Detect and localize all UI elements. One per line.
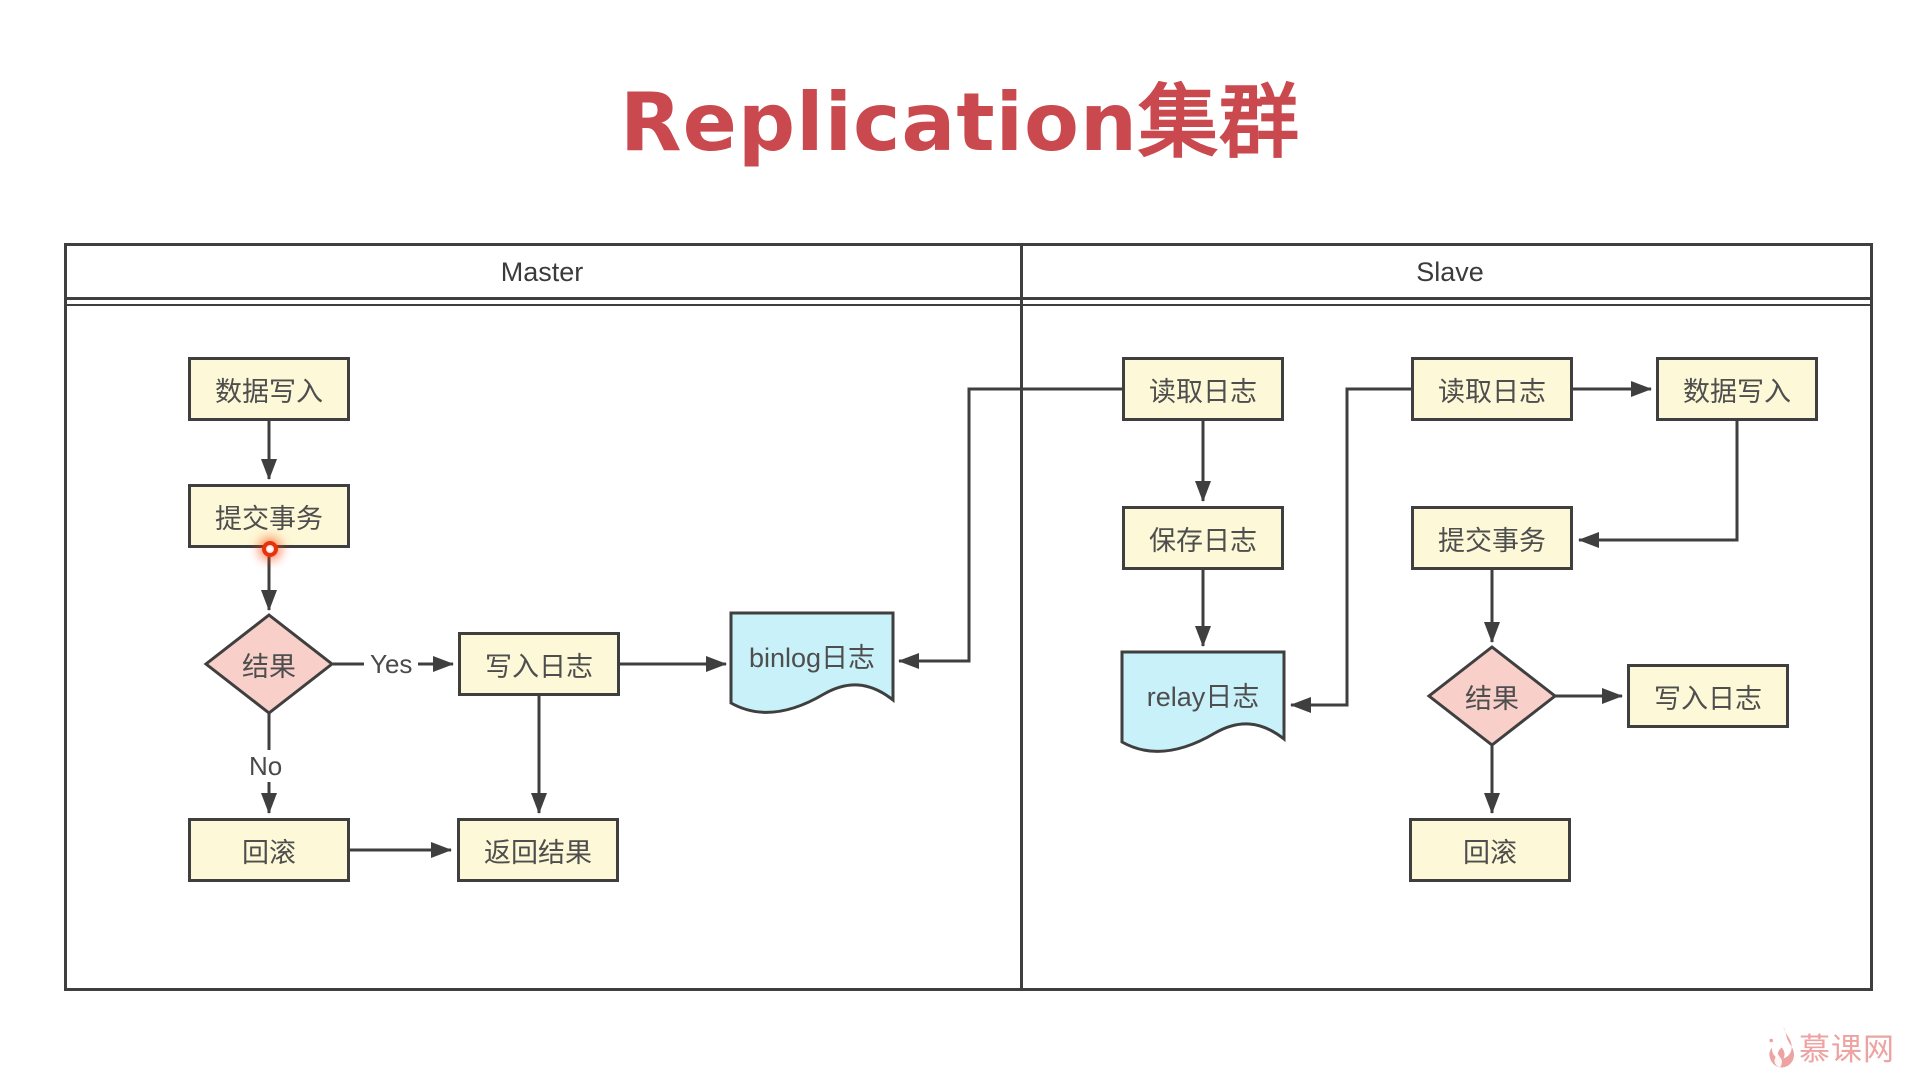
node-slave-commit: 提交事务 [1411, 506, 1573, 570]
watermark-text: 慕课网 [1799, 1032, 1895, 1067]
node-slave-write-log: 写入日志 [1627, 664, 1789, 728]
node-master-write-log: 写入日志 [458, 632, 620, 696]
header-divider-line [67, 297, 1870, 300]
label-binlog: binlog日志 [748, 643, 876, 673]
branch-label-no: No [243, 750, 289, 782]
branch-label-yes: Yes [364, 648, 419, 680]
lane-header-master: Master [500, 257, 584, 287]
node-slave-read-log-io: 读取日志 [1122, 357, 1284, 421]
diagram-title: Replication集群 [620, 76, 1300, 169]
node-master-return-result: 返回结果 [457, 818, 619, 882]
label-master-result: 结果 [242, 651, 296, 682]
node-master-data-write: 数据写入 [188, 357, 350, 421]
watermark-logo: 慕课网 [1768, 1024, 1895, 1069]
pointer-highlight-dot [262, 541, 278, 557]
lane-header-slave: Slave [1416, 257, 1484, 287]
header-divider-line-2 [67, 304, 1870, 306]
node-master-rollback: 回滚 [188, 818, 350, 882]
label-slave-result: 结果 [1465, 683, 1519, 714]
node-slave-rollback: 回滚 [1409, 818, 1571, 882]
label-relay-log: relay日志 [1146, 682, 1260, 712]
node-slave-read-log-sql: 读取日志 [1411, 357, 1573, 421]
lane-divider [1020, 246, 1023, 988]
node-master-commit: 提交事务 [188, 484, 350, 548]
node-slave-data-write: 数据写入 [1656, 357, 1818, 421]
flame-icon [1769, 1025, 1795, 1067]
node-slave-save-log: 保存日志 [1122, 506, 1284, 570]
